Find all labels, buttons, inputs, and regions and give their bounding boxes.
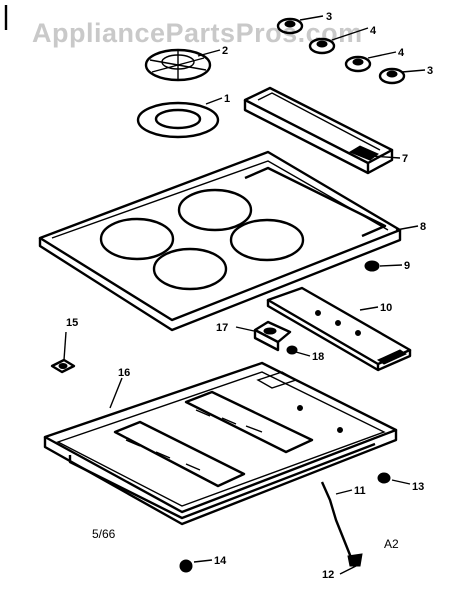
callout-4-right: 4 xyxy=(398,47,405,59)
part-18-nut[interactable] xyxy=(286,345,298,355)
watermark: AppliancePartsPros.com xyxy=(32,18,363,48)
part-10-bracket[interactable] xyxy=(266,286,412,372)
part-15-clip[interactable] xyxy=(50,358,76,374)
callout-13: 13 xyxy=(412,481,424,493)
callout-18: 18 xyxy=(312,351,324,363)
leader-lines xyxy=(63,15,426,575)
diagram-version: A2 xyxy=(384,537,399,551)
part-13-screw[interactable] xyxy=(377,472,391,484)
callout-2: 2 xyxy=(222,45,228,57)
part-1-burner-ring[interactable] xyxy=(136,101,220,139)
callout-1: 1 xyxy=(224,93,230,105)
callout-7: 7 xyxy=(402,153,408,165)
callout-15: 15 xyxy=(66,317,78,329)
part-4-knob-right[interactable] xyxy=(344,55,372,73)
callout-9: 9 xyxy=(404,260,410,272)
part-17-switch-module[interactable] xyxy=(253,320,292,352)
callout-14: 14 xyxy=(214,555,227,567)
callout-11: 11 xyxy=(354,485,366,497)
part-16-burner-box[interactable] xyxy=(43,361,398,526)
callout-10: 10 xyxy=(380,302,392,314)
callout-8: 8 xyxy=(420,221,426,233)
diagram-code: 5/66 xyxy=(92,527,116,541)
part-3-knob-right[interactable] xyxy=(378,67,406,85)
callout-3-top: 3 xyxy=(326,11,332,23)
part-14-screw[interactable] xyxy=(179,559,193,573)
part-2-burner-cap[interactable] xyxy=(144,48,212,82)
callout-3-right: 3 xyxy=(427,65,433,77)
part-4-knob-top[interactable] xyxy=(308,37,336,55)
part-9-clip[interactable] xyxy=(364,260,380,272)
callout-12: 12 xyxy=(322,569,334,581)
callout-4-top: 4 xyxy=(370,25,377,37)
part-3-knob-top[interactable] xyxy=(276,17,304,35)
part-11-wire[interactable] xyxy=(320,481,363,567)
callout-17: 17 xyxy=(216,322,228,334)
part-7-control-panel[interactable] xyxy=(243,86,394,175)
part-8-cooktop[interactable] xyxy=(38,150,402,332)
callout-16: 16 xyxy=(118,367,130,379)
